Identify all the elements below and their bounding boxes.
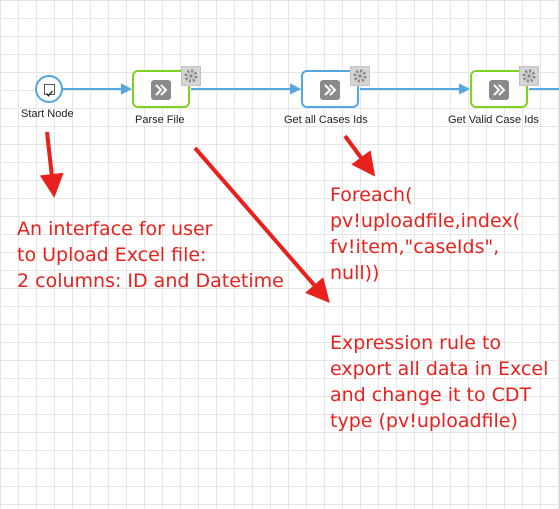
task-parse-file-label: Parse File xyxy=(135,114,185,126)
start-node-label: Start Node xyxy=(21,108,74,120)
script-task-icon xyxy=(489,80,509,100)
annotation-arrow-parse xyxy=(193,146,330,304)
task-get-all-cases-ids[interactable] xyxy=(301,70,359,108)
connector-parse-getall-arrowhead xyxy=(290,83,302,95)
task-get-valid-case-ids-label: Get Valid Case Ids xyxy=(448,114,539,126)
start-node[interactable] xyxy=(35,75,63,103)
task-get-valid-case-ids[interactable] xyxy=(470,70,528,108)
gear-icon[interactable] xyxy=(350,66,370,86)
annotation-arrow-start xyxy=(39,131,64,198)
gear-icon[interactable] xyxy=(519,66,539,86)
script-task-icon xyxy=(151,80,171,100)
annotation-foreach-note: Foreach( pv!uploadfile,index( fv!item,"c… xyxy=(330,184,520,284)
script-task-icon xyxy=(320,80,340,100)
checkbox-icon xyxy=(44,84,55,97)
gear-icon[interactable] xyxy=(181,66,201,86)
annotation-expression-note: Expression rule to export all data in Ex… xyxy=(330,332,549,432)
annotation-arrow-getall xyxy=(343,134,376,177)
connector-start-parse-arrowhead xyxy=(121,83,133,95)
annotation-interface-note: An interface for user to Upload Excel fi… xyxy=(17,218,284,292)
connector-getall-getvalid-arrowhead xyxy=(459,83,471,95)
task-parse-file[interactable] xyxy=(132,70,190,108)
task-get-all-cases-ids-label: Get all Cases Ids xyxy=(284,114,368,126)
